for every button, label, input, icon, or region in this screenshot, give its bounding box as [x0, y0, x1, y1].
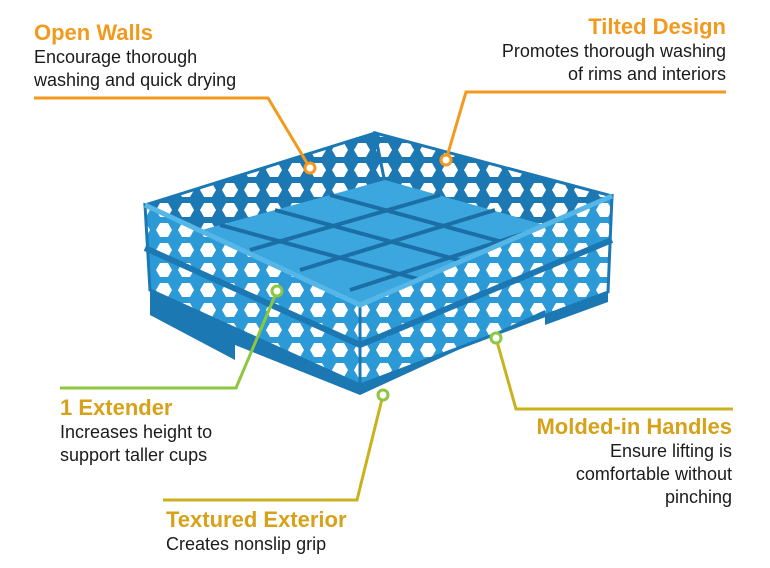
exterior-callout: Textured Exterior Creates nonslip grip — [166, 507, 347, 556]
extender-desc-1: Increases height to — [60, 422, 213, 442]
exterior-dot — [376, 388, 390, 402]
tilted-design-desc-1: Promotes thorough washing — [501, 41, 726, 61]
exterior-desc-1: Creates nonslip grip — [166, 534, 327, 554]
tilted-design-title: Tilted Design — [588, 14, 726, 39]
open-walls-title: Open Walls — [34, 20, 153, 45]
extender-callout: 1 Extender Increases height to support t… — [60, 395, 212, 467]
extender-desc-2: support taller cups — [60, 445, 208, 465]
extender-title: 1 Extender — [60, 395, 173, 420]
tilted-design-callout: Tilted Design Promotes thorough washing … — [502, 14, 726, 86]
tilted-design-desc-2: of rims and interiors — [567, 64, 726, 84]
handles-dot — [489, 331, 503, 345]
extender-dot — [270, 284, 284, 298]
handles-leader — [494, 337, 733, 411]
tilted-design-dot — [439, 153, 453, 167]
open-walls-leader — [34, 96, 312, 169]
extender-leader — [60, 290, 279, 390]
open-walls-desc-1: Encourage thorough — [34, 47, 198, 67]
open-walls-desc-2: washing and quick drying — [34, 70, 237, 90]
handles-desc-2: comfortable without — [575, 464, 732, 484]
handles-desc-1: Ensure lifting is — [609, 441, 732, 461]
exterior-leader — [163, 394, 385, 502]
open-walls-callout: Open Walls Encourage thorough washing an… — [34, 20, 236, 92]
leader-lines — [34, 90, 733, 502]
handles-title: Molded-in Handles — [536, 414, 732, 439]
callout-dots — [270, 153, 503, 402]
dish-rack — [143, 130, 614, 395]
tilted-design-leader — [444, 90, 726, 161]
handles-callout: Molded-in Handles Ensure lifting is comf… — [536, 414, 732, 509]
exterior-title: Textured Exterior — [166, 507, 347, 532]
handles-desc-3: pinching — [664, 487, 732, 507]
rack-dividers — [219, 193, 551, 292]
open-walls-dot — [303, 161, 317, 175]
